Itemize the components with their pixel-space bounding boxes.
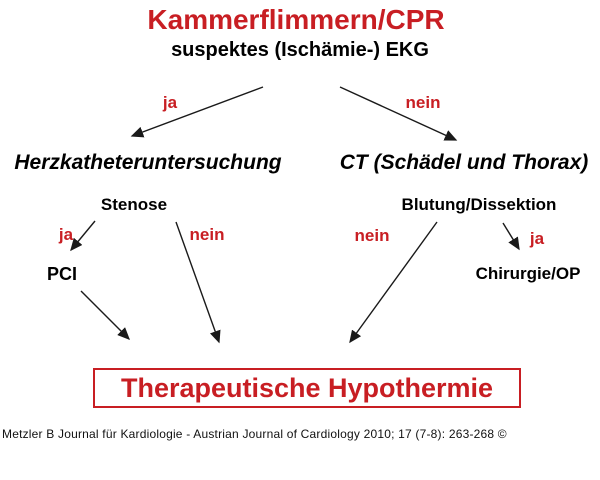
branch-label-ja-stenose: ja [58, 225, 74, 244]
citation-text: Metzler B Journal für Kardiologie - Aust… [2, 427, 507, 441]
branch-label-ja-blutung: ja [529, 229, 545, 248]
node-ct-schaedel-thorax: CT (Schädel und Thorax) [339, 151, 589, 174]
branch-label-ja-top: ja [162, 93, 178, 112]
arrow-ekg-to-herzkatheter-icon [130, 86, 264, 138]
node-therapeutische-hypothermie: Therapeutische Hypothermie [120, 372, 494, 403]
arrow-blutung-to-chirurgie-icon [502, 222, 520, 251]
branch-label-nein-blutung: nein [354, 226, 390, 245]
branch-label-nein-top: nein [405, 93, 441, 112]
node-blutung-dissektion: Blutung/Dissektion [401, 195, 557, 214]
arrow-stenose-to-pci-icon [70, 220, 96, 252]
subtitle-ekg: suspektes (Ischämie-) EKG [171, 39, 429, 61]
node-stenose: Stenose [100, 195, 168, 214]
page-title: Kammerflimmern/CPR [147, 4, 445, 35]
node-herzkatheteruntersuchung: Herzkatheteruntersuchung [14, 151, 282, 174]
node-chirurgie-op: Chirurgie/OP [475, 264, 581, 283]
outcome-box: Therapeutische Hypothermie [93, 368, 521, 408]
node-pci: PCI [46, 264, 78, 284]
branch-label-nein-stenose: nein [189, 225, 225, 244]
arrow-pci-to-hypothermie-icon [80, 290, 130, 340]
